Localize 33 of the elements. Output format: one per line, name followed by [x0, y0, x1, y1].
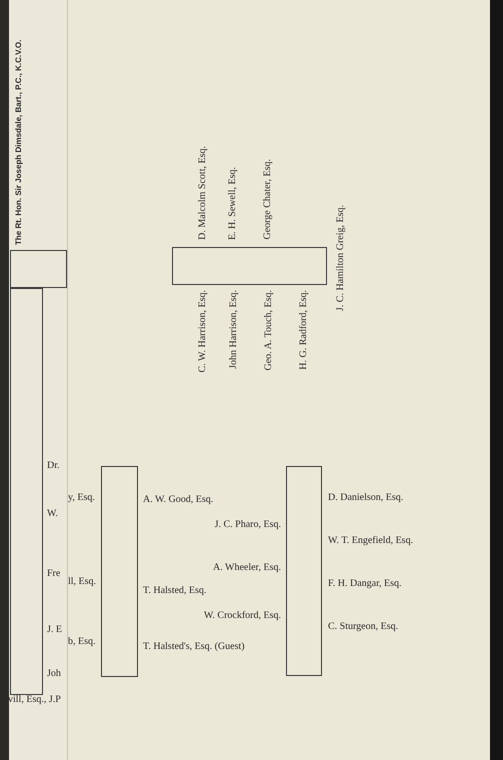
guest-name: A. Wheeler, Esq.	[212, 562, 281, 574]
guest-name: T. Halsted, Esq.	[143, 585, 206, 597]
guest-name: H. G. Radford, Esq.	[298, 290, 310, 370]
guest-name: Joh	[47, 668, 61, 680]
guest-name: ll, Esq.	[68, 576, 96, 588]
guest-name: b, Esq.	[68, 636, 96, 648]
guest-name: D. Danielson, Esq.	[328, 492, 404, 504]
guest-name: A. W. Good, Esq.	[143, 494, 214, 506]
host-name: The Rt. Hon. Sir Joseph Dimsdale, Bart., P.C., K.C.V.O.	[13, 38, 24, 247]
guest-name: F. H. Dangar, Esq.	[328, 578, 402, 590]
guest-name: W. Crockford, Esq.	[204, 610, 281, 622]
seating-table	[10, 250, 67, 288]
guest-name: John Harrison, Esq.	[228, 290, 240, 369]
guest-name: C. Sturgeon, Esq.	[328, 621, 398, 633]
guest-name: vill, Esq., J.P	[8, 694, 61, 706]
guest-name: J. C. Hamilton Greig, Esq.	[335, 205, 347, 312]
seating-table	[172, 247, 327, 285]
guest-name: E. H. Sewell, Esq.	[227, 166, 239, 240]
guest-name: Fre	[47, 568, 60, 580]
guest-name: J. C. Pharo, Esq.	[214, 519, 281, 531]
seating-table	[101, 466, 138, 677]
guest-name: J. E	[47, 624, 62, 636]
seating-table	[10, 288, 43, 695]
guest-name: W.	[47, 508, 58, 520]
guest-name: W. T. Engefield, Esq.	[328, 535, 414, 547]
guest-name: y, Esq.	[68, 492, 95, 504]
guest-name: Geo. A. Touch, Esq.	[263, 290, 275, 370]
guest-name: T. Halsted's, Esq. (Guest)	[143, 641, 245, 653]
guest-name: Dr.	[47, 460, 60, 472]
guest-name: George Chater, Esq.	[262, 159, 274, 240]
guest-name: C. W. Harrison, Esq.	[197, 290, 209, 372]
seating-table	[286, 466, 322, 676]
guest-name: D. Malcolm Scott, Esq.	[197, 146, 209, 240]
